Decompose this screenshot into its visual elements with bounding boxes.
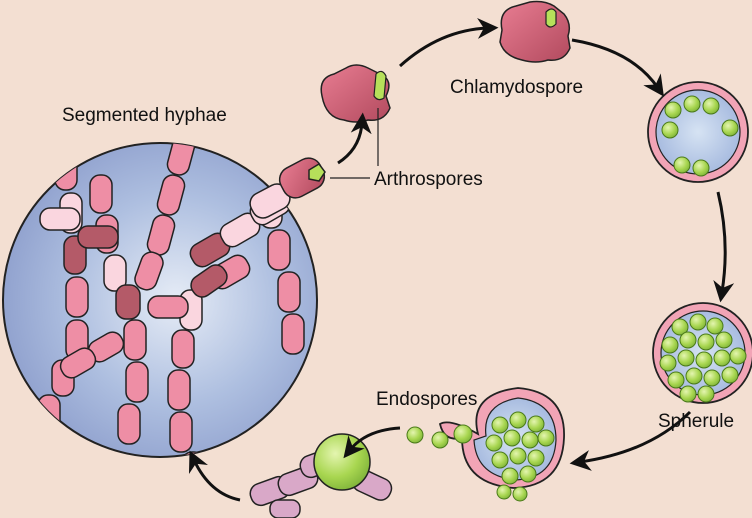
arrow-to-hyphae (188, 450, 241, 502)
arrow-to-chlamydospore (398, 17, 499, 68)
arrow-to-rupturing-spherule (569, 410, 692, 471)
germinating-endospore (249, 433, 393, 518)
released-endospores (406, 424, 473, 449)
arrow-to-arthrospore (337, 112, 372, 165)
label-segmented-hyphae: Segmented hyphae (62, 105, 227, 126)
mature-spherule (652, 302, 752, 404)
label-chlamydospore: Chlamydospore (450, 77, 584, 98)
arrow-to-mature-spherule (713, 191, 735, 303)
rupturing-spherule (438, 387, 565, 502)
arrow-to-young-spherule (571, 38, 664, 97)
extending-hypha (249, 157, 326, 219)
cycle-arrows (188, 17, 735, 502)
arthrospore-free (320, 64, 391, 123)
young-spherule (647, 81, 749, 183)
arrow-to-germination (343, 426, 401, 459)
label-endospores: Endospores (376, 389, 478, 410)
chlamydospore (499, 0, 571, 63)
arthrospores-leader-lines (330, 108, 379, 179)
label-arthrospores: Arthrospores (374, 169, 483, 190)
label-spherule: Spherule (658, 411, 735, 432)
